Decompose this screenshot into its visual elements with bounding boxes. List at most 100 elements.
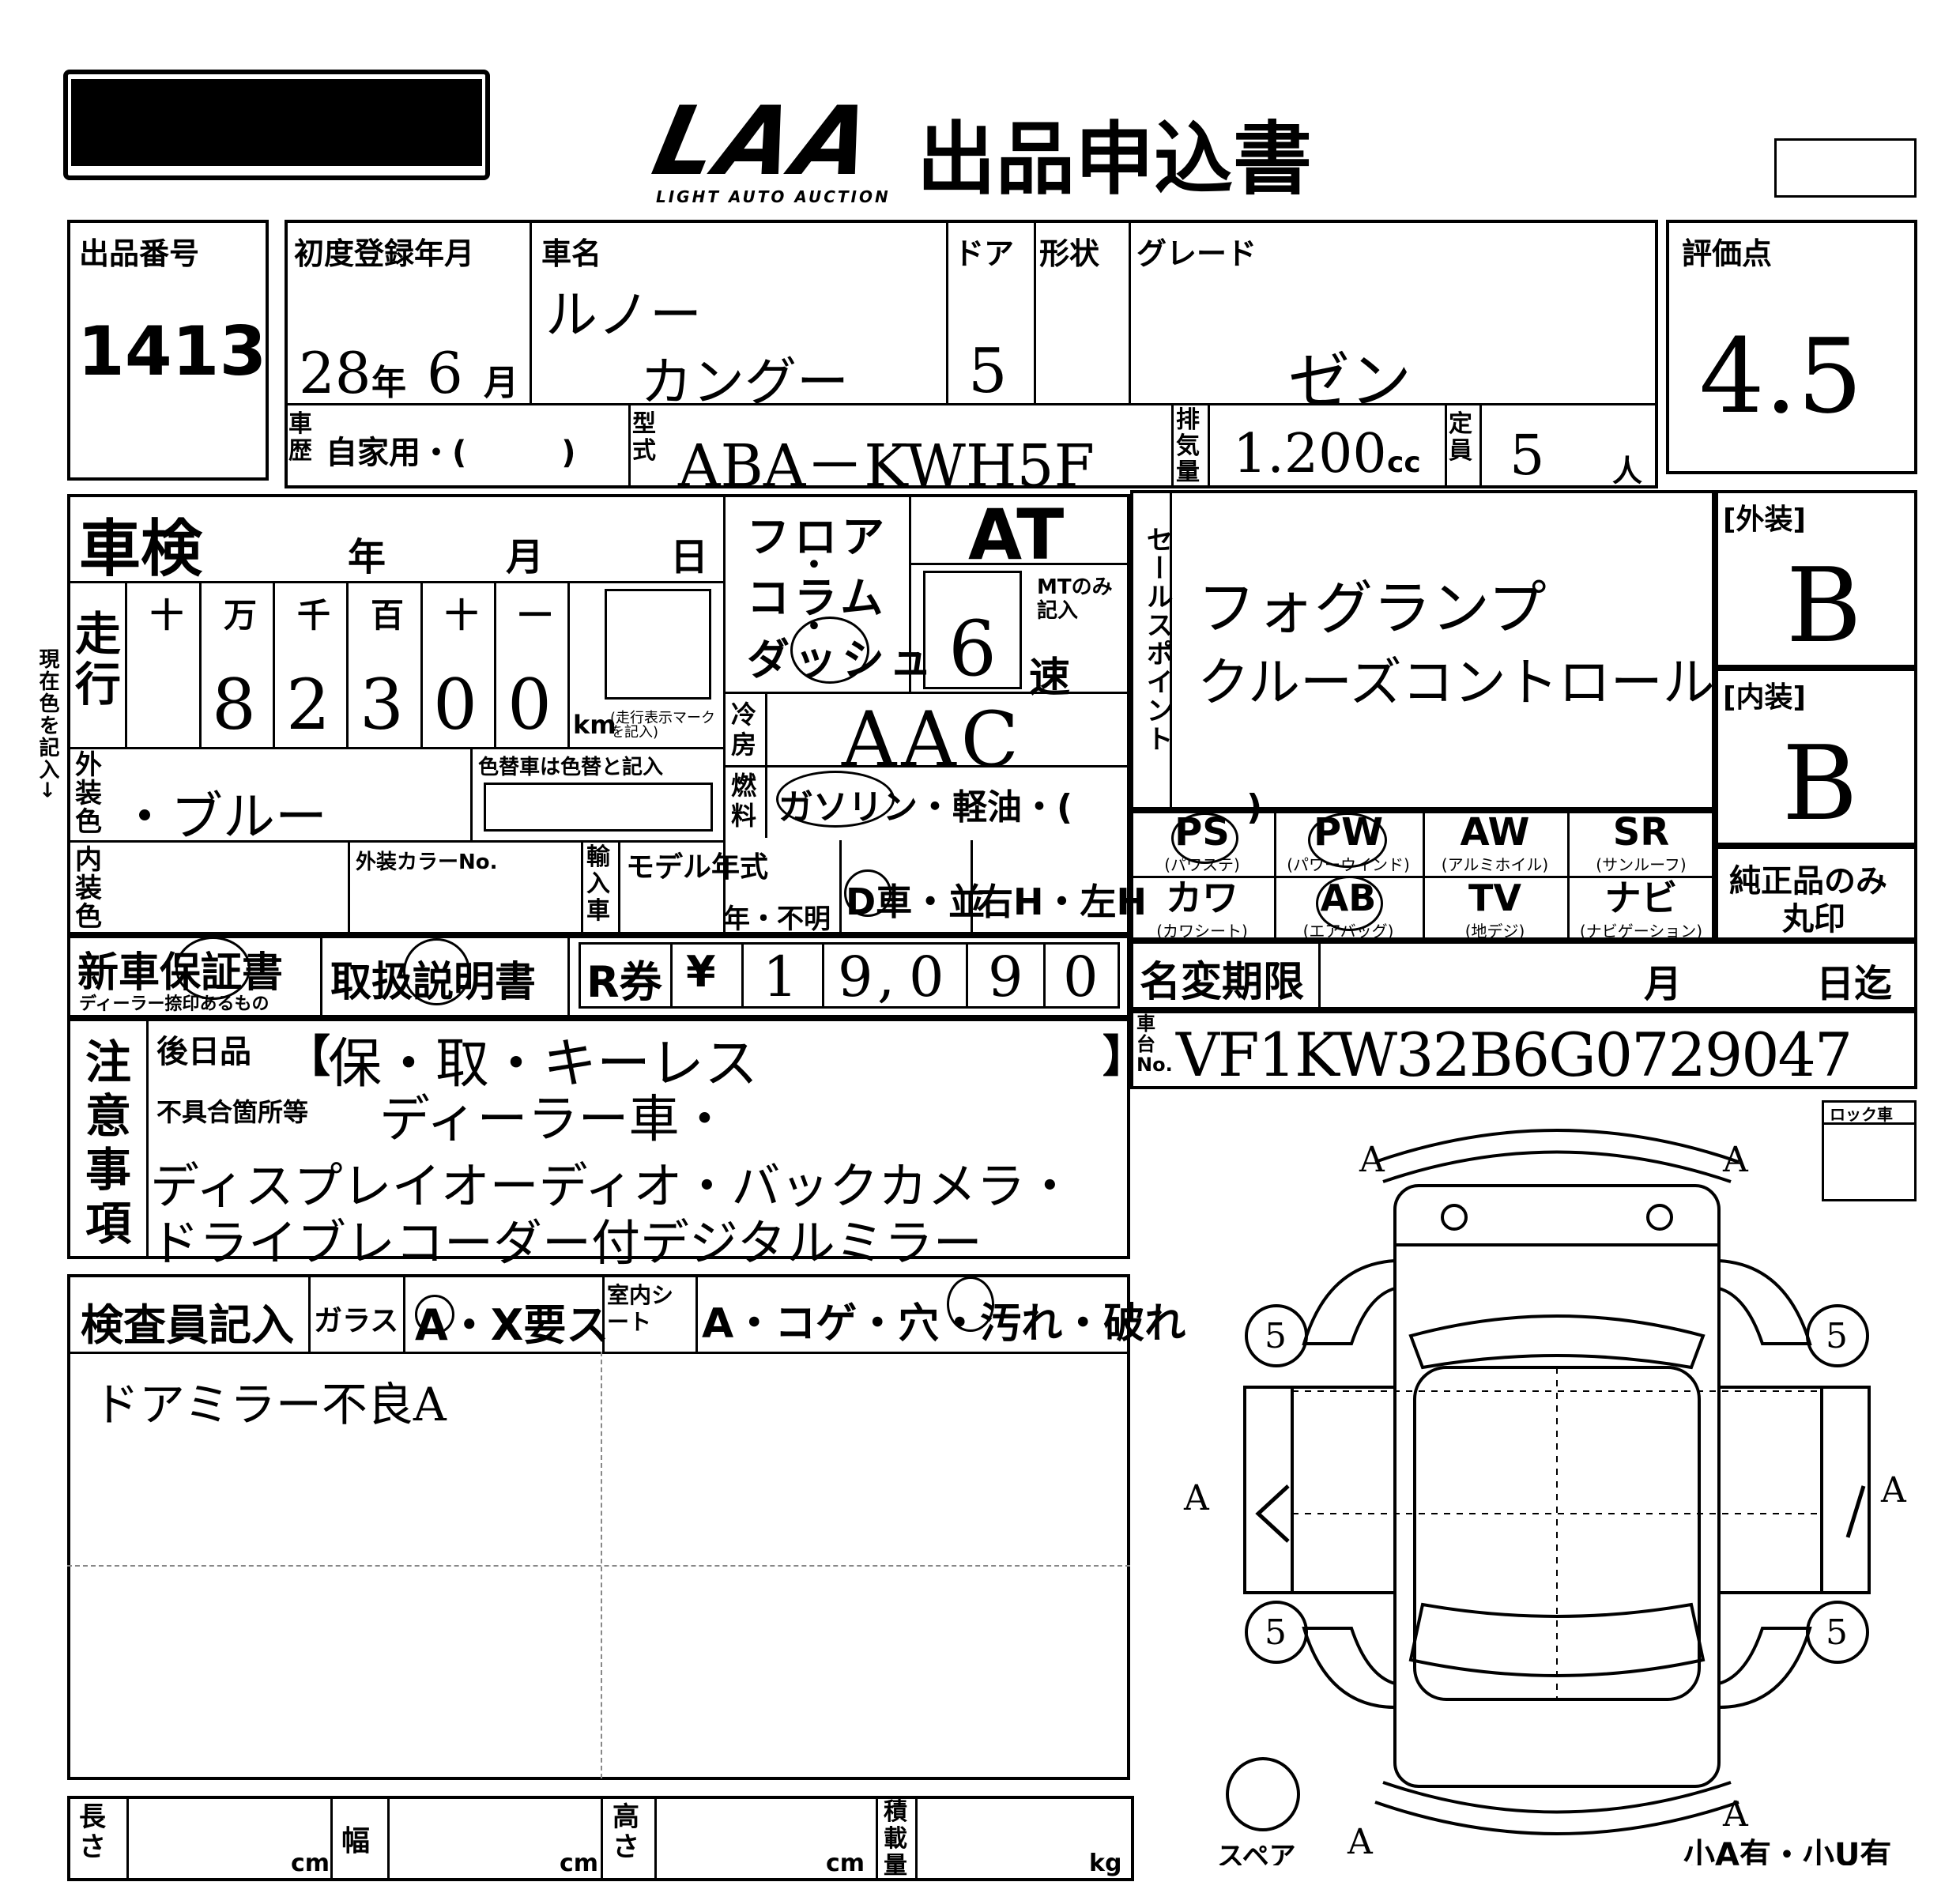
vehicle-info-divider [285, 403, 1658, 405]
score-value: 4.5 [1699, 316, 1863, 436]
capacity-unit: 人 [1612, 454, 1643, 488]
recycle-digit-0: 1 [763, 945, 798, 1009]
interior-grade-label: [内装] [1723, 681, 1806, 714]
inspector-dash-h [67, 1565, 1130, 1567]
div-shape-grade [1129, 220, 1131, 403]
glass-label: ガラス [314, 1305, 399, 1337]
first-reg-month: 6 [427, 340, 463, 406]
equipment-col-2 [1423, 810, 1425, 941]
lot-number-label: 出品番号 [79, 236, 200, 271]
interior-grade-box [1715, 668, 1917, 846]
lock-label: ロック車 [1830, 1105, 1893, 1124]
div-model-dealer [839, 840, 842, 935]
steering-option: 右H・左H [977, 881, 1147, 923]
div-dealer-steer [971, 840, 973, 935]
lot-number-value: 1413 [77, 312, 267, 391]
recycle-digit-4: 9 [988, 945, 1023, 1009]
redacted-stamp [71, 79, 482, 166]
first-reg-label: 初度登録年月 [294, 236, 475, 271]
diagram-mark-a-front-right: A [1722, 1140, 1749, 1180]
page-title: 出品申込書 [917, 113, 1312, 206]
seat-label: 室内シート [607, 1282, 674, 1335]
blank-box-top-right [1774, 138, 1917, 198]
recycle-div-2 [822, 942, 824, 1009]
ac-value: AAC [842, 696, 1024, 784]
div-import-model [618, 840, 620, 935]
history-value: 自家用・( ) [326, 435, 576, 471]
mileage-header-4: 十 [445, 596, 479, 635]
div-sales-label [1170, 490, 1172, 810]
seat-value: A・コゲ・穴・汚れ・破れ [702, 1300, 1186, 1348]
mileage-div-4 [420, 581, 423, 747]
mileage-header-1: 万 [224, 596, 258, 635]
mileage-header-0: 十 [150, 596, 184, 635]
equip-aw-code: AW [1460, 810, 1530, 854]
inspection-year: 年 [348, 535, 386, 579]
recycle-div-0 [670, 942, 673, 1009]
inspection-month: 月 [506, 535, 545, 579]
exterior-grade-label: [外装] [1723, 503, 1806, 536]
laa-logo: LAA LIGHT AUTO AUCTION [644, 87, 891, 206]
equip-ab-circle [1316, 876, 1383, 931]
sales-point-line2: クルーズコントロール [1197, 652, 1715, 713]
redacted-stamp-border [63, 70, 490, 180]
div-dims-4 [601, 1796, 603, 1881]
div-door-shape [1034, 220, 1036, 403]
diagram-mark-a-front-left: A [1359, 1140, 1385, 1180]
div-name-change [1318, 941, 1321, 1010]
grade-value: ゼン [1288, 346, 1412, 417]
equip-ps-circle [1171, 813, 1238, 864]
warranty-circle [175, 937, 251, 1000]
displacement-value: 1.200 [1233, 423, 1387, 485]
inspector-remarks: ドアミラー不良A [93, 1378, 447, 1431]
diagram-wheel-rl: 5 [1265, 1612, 1287, 1653]
color-change-note: 色替車は色替と記入 [478, 756, 664, 779]
div-name-door [946, 220, 948, 403]
diagram-wheel-rr: 5 [1826, 1612, 1848, 1653]
div-ac-fuel [723, 765, 1130, 767]
fuel-circle [776, 771, 895, 828]
sales-point-line1: フォグランプ [1197, 575, 1547, 643]
doors-value: 5 [968, 336, 1008, 407]
mileage-divider [67, 747, 723, 749]
equip-tv: TV (地デジ) [1423, 877, 1567, 941]
car-name-label: 車名 [541, 236, 602, 271]
grade-label: グレード [1136, 236, 1257, 271]
diagram-mark-a-left: A [1183, 1478, 1210, 1518]
div-shift-ac [723, 692, 1130, 694]
div-glass-seat [602, 1274, 605, 1352]
mt-note-2: 記入 [1037, 599, 1079, 623]
diagram-wheel-fr: 5 [1826, 1316, 1848, 1356]
div-dims-7 [915, 1796, 918, 1881]
later-open-bracket: 【 [286, 1031, 330, 1083]
mileage-unit-note: (走行表示マーク を記入) [610, 710, 716, 741]
equip-kawa-desc: (カワシート) [1156, 922, 1248, 941]
mileage-div-6 [567, 581, 570, 747]
mileage-digit-3: 3 [360, 664, 404, 745]
model-code-value: ABA－KWH5F [678, 432, 1095, 500]
dims-height-unit: cm [826, 1850, 865, 1877]
mileage-header-5: 一 [518, 596, 552, 635]
mileage-digit-2: 2 [286, 664, 330, 745]
history-label: 車歴 [288, 410, 312, 465]
sales-point-box [1130, 490, 1715, 810]
inspection-day: 日 [670, 535, 709, 579]
recycle-digit-1: 9 [838, 945, 873, 1009]
div-shift-at [909, 494, 911, 692]
diagram-small-marks: 小A有・小U有 [1683, 1837, 1891, 1865]
shape-label: 形状 [1039, 236, 1100, 271]
first-reg-year-unit: 年 [371, 363, 406, 403]
dims-length-label: 長さ [79, 1801, 106, 1863]
diagram-wheel-fl: 5 [1265, 1316, 1287, 1356]
interior-color-label: 内装色 [75, 844, 102, 933]
inspection-label: 車検 [79, 514, 203, 585]
import-label: 輸入車 [586, 843, 610, 925]
dims-width-unit: cm [560, 1850, 599, 1877]
diagram-mark-a-rear-right: A [1722, 1794, 1749, 1835]
div-dims-5 [654, 1796, 657, 1881]
score-label: 評価点 [1682, 236, 1773, 271]
div-notes-label [146, 1018, 149, 1259]
dims-load-unit: kg [1089, 1850, 1122, 1877]
equip-sr: SR (サンルーフ) [1567, 813, 1715, 875]
dims-length-unit: cm [291, 1850, 330, 1877]
